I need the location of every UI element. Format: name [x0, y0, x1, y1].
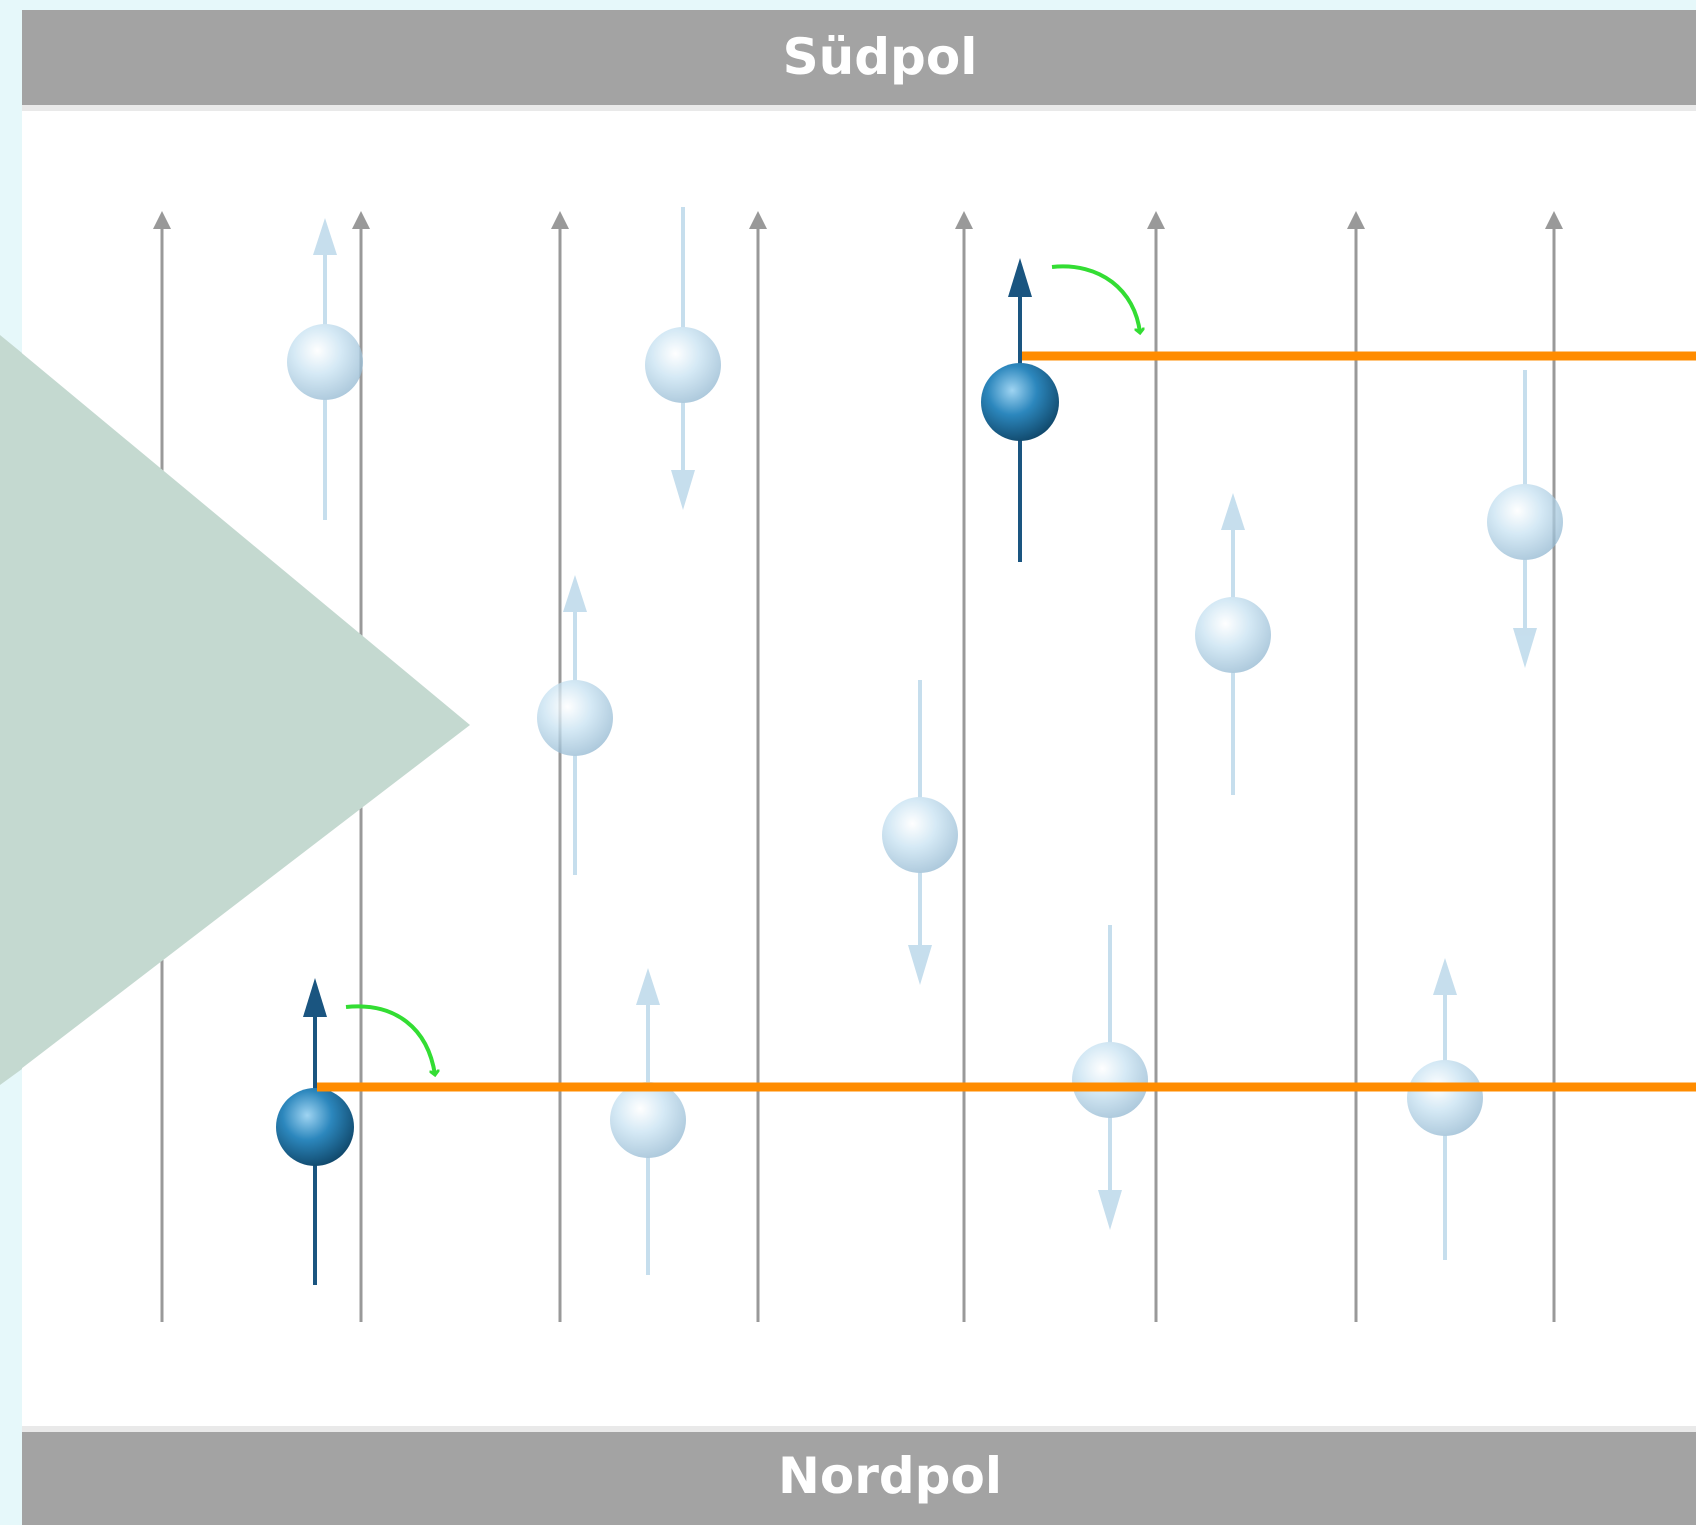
south-pole-label: Südpol — [783, 28, 978, 86]
flip-arrow-icon — [1051, 264, 1140, 333]
proton-spin-down — [1072, 925, 1148, 1230]
proton-spin-up — [1407, 958, 1483, 1260]
north-pole-label: Nordpol — [778, 1447, 1002, 1505]
proton-spin-up — [1195, 493, 1271, 795]
highlighted-proton — [981, 258, 1059, 562]
pointer-triangle-edge — [0, 335, 22, 1085]
flip-arrow-icon — [345, 1004, 435, 1075]
south-pole-bar: Südpol — [22, 10, 1696, 111]
proton-spin-down — [882, 680, 958, 985]
proton-spin-down — [645, 207, 721, 510]
pointer-triangle — [0, 335, 470, 1085]
proton-spin-up — [537, 575, 613, 875]
field-lines — [153, 211, 1563, 1322]
highlighted-proton — [276, 978, 354, 1285]
proton-spin-down — [1487, 370, 1563, 668]
proton-spin-up — [610, 968, 686, 1275]
north-pole-bar: Nordpol — [22, 1426, 1696, 1525]
protons — [287, 207, 1563, 1275]
proton-spin-up — [287, 218, 363, 520]
